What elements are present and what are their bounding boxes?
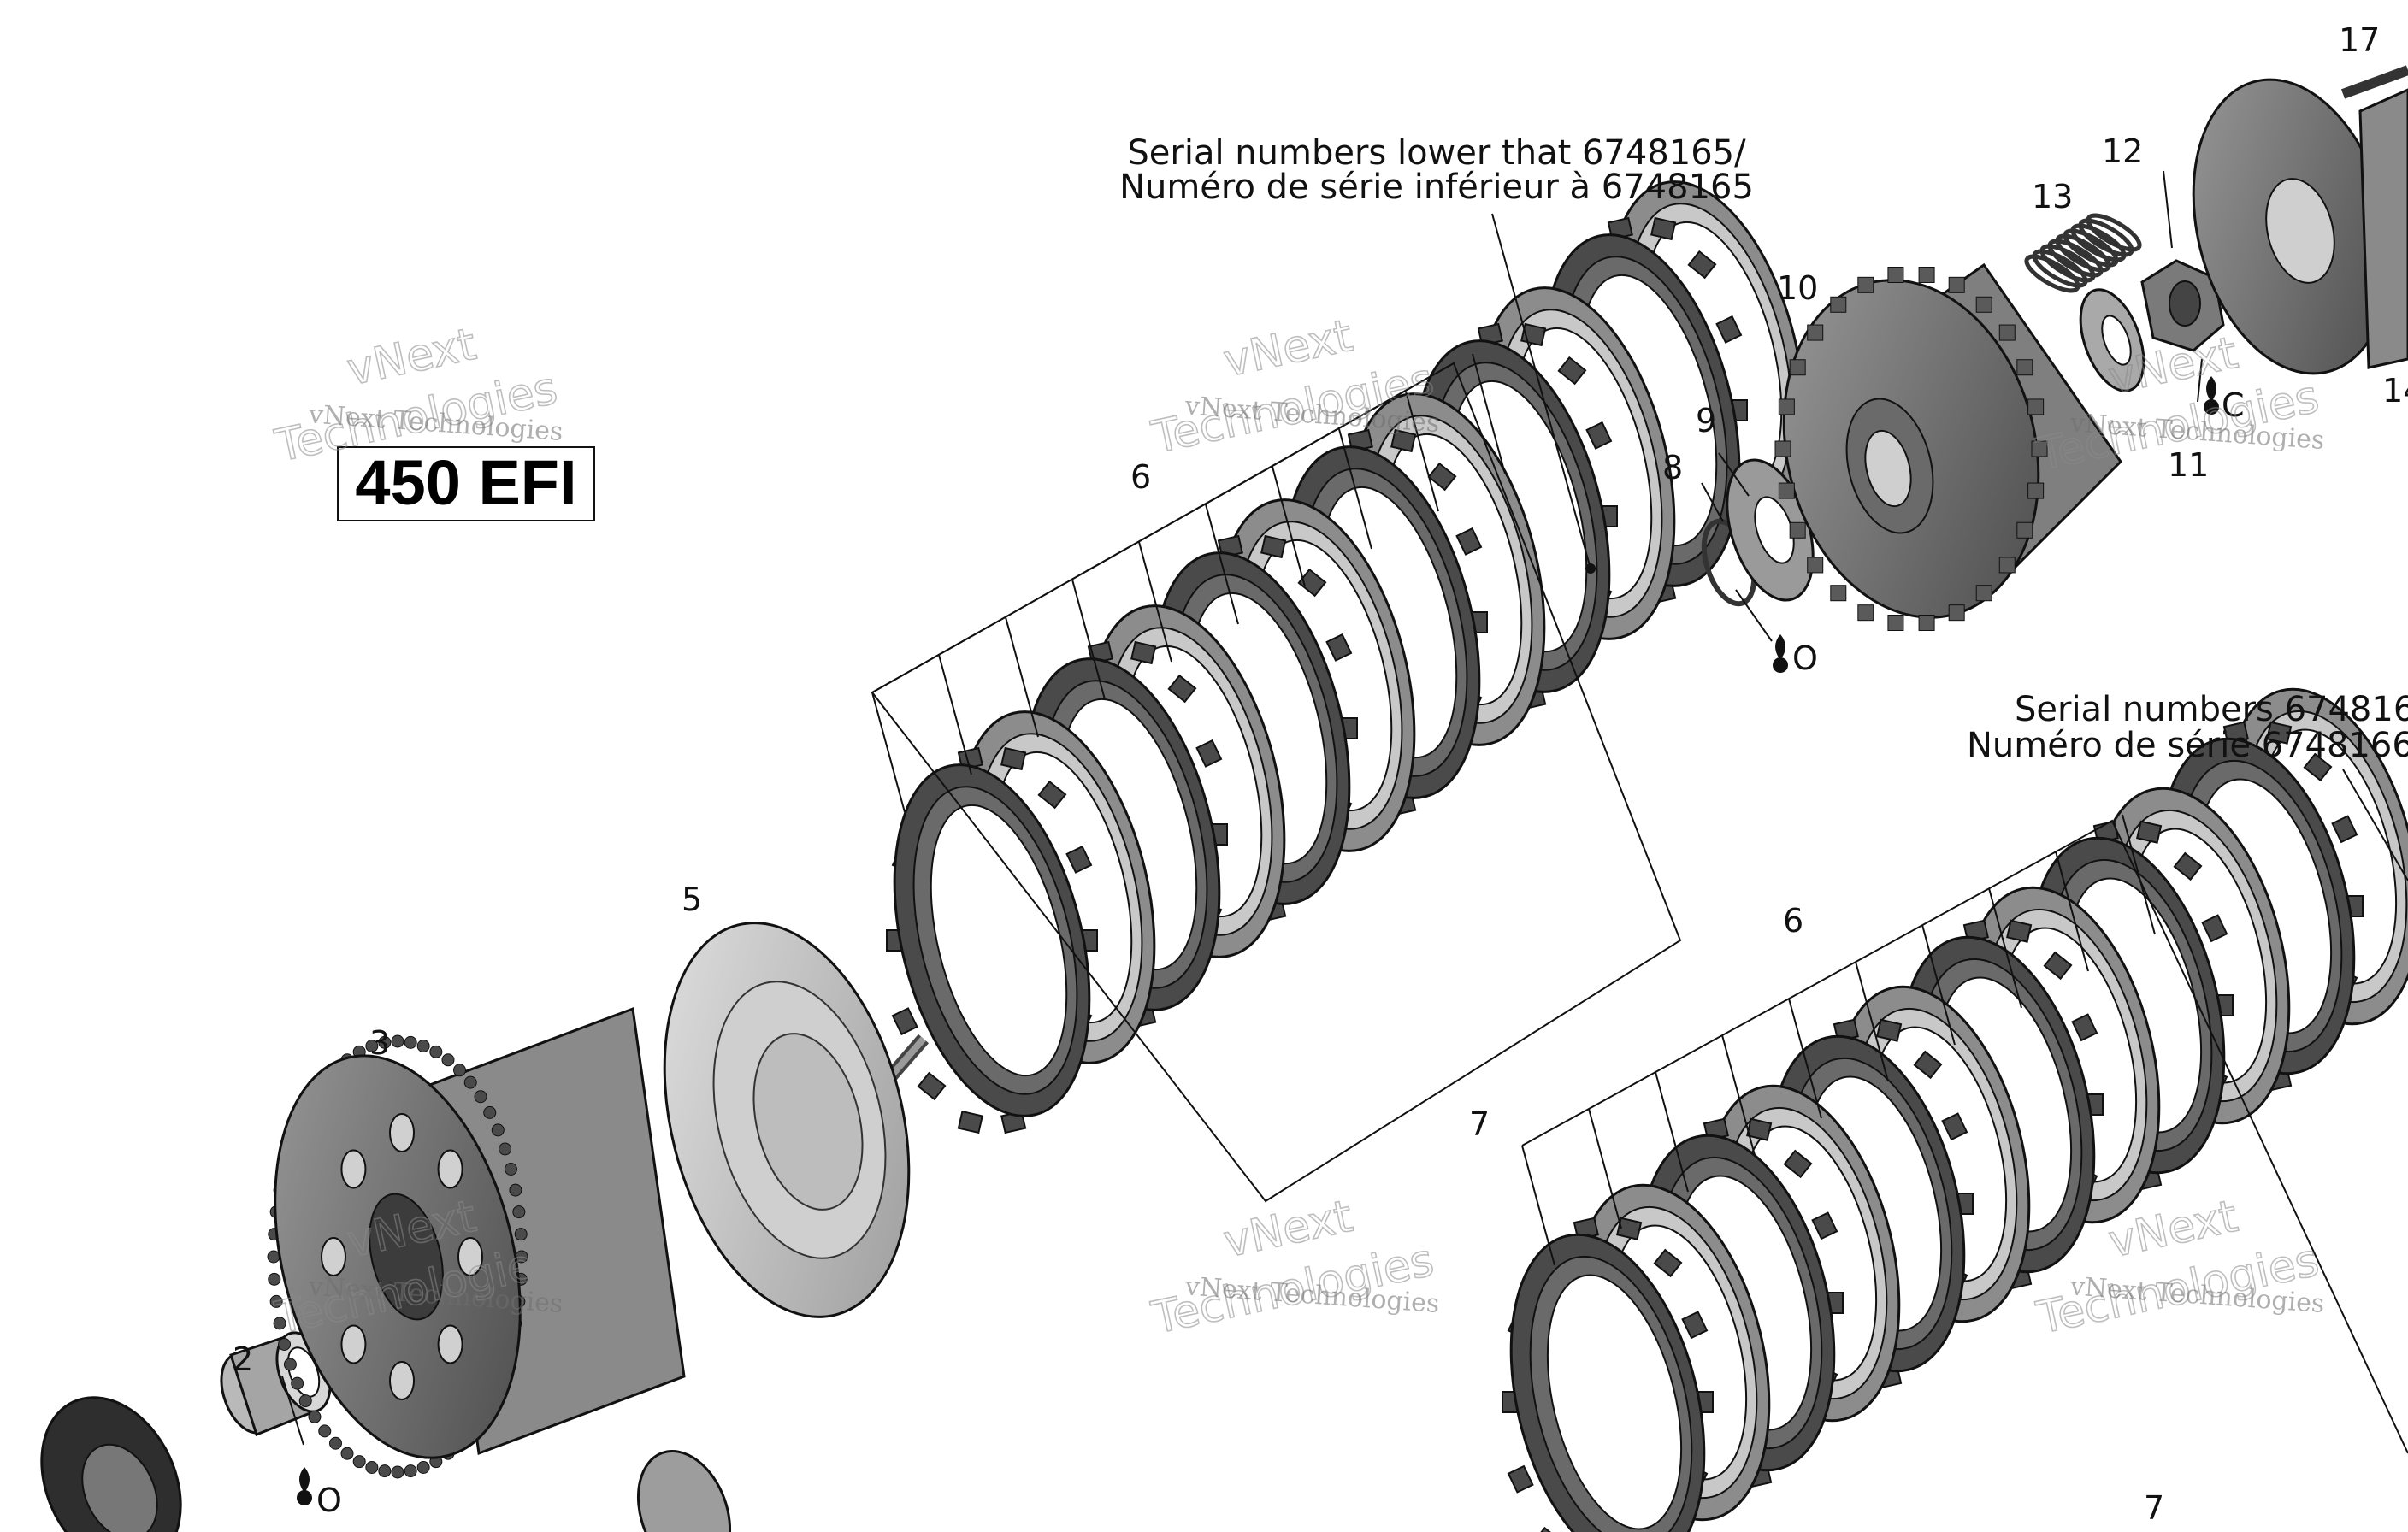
grid-line xyxy=(1921,924,1956,1046)
nut-part-12 xyxy=(2140,259,2225,352)
pressure-plate-part-5 xyxy=(663,922,930,1318)
grid-line xyxy=(938,654,972,775)
lower-pack-grouping-grid xyxy=(1521,814,2408,1454)
small-gear-part-4 xyxy=(636,1449,732,1532)
callout-6-upper: 6 xyxy=(1130,458,1151,496)
grease-drop-icon-part-11: C xyxy=(2204,376,2245,424)
upper-pack-grouping-grid xyxy=(871,353,1682,1203)
grid-line xyxy=(871,692,906,813)
model-label-box: 450 EFI xyxy=(337,446,595,521)
upper-clutch-disc-pack xyxy=(886,180,1806,1134)
lower-serial-note-line2: Numéro de série 6748166 xyxy=(1967,726,2408,765)
callout-8: 8 xyxy=(1662,449,1683,486)
inner-hub-part-10 xyxy=(1774,262,2122,632)
grid-line xyxy=(2122,814,2156,935)
oil-drop-icon-part-9: O xyxy=(1773,634,1818,677)
grid-line xyxy=(1005,616,1039,738)
grid-line xyxy=(2055,851,2089,972)
callout-5: 5 xyxy=(682,881,702,918)
washer-part-11 xyxy=(2079,288,2145,392)
grid-line xyxy=(1588,1108,1622,1229)
upper-serial-note-line2: Numéro de série inférieur à 6748165 xyxy=(1119,168,1754,207)
callout-13: 13 xyxy=(2032,178,2073,215)
callout-11: 11 xyxy=(2168,446,2209,484)
grid-line xyxy=(1472,353,1506,474)
spring-part-13 xyxy=(2024,213,2142,293)
callout-12: 12 xyxy=(2102,133,2143,170)
callout-3: 3 xyxy=(369,1024,390,1062)
lifter-plate-part-14 xyxy=(2192,78,2408,375)
grid-line xyxy=(1655,1071,1689,1193)
callout-17: 17 xyxy=(2339,21,2380,59)
grease-mark-11: C xyxy=(2222,386,2245,424)
grid-line xyxy=(1071,579,1106,700)
grid-line xyxy=(1788,998,1822,1119)
callout-10: 10 xyxy=(1777,269,1818,307)
friction-disc xyxy=(886,746,1098,1134)
callout-7-lower: 7 xyxy=(2144,1489,2164,1527)
lower-clutch-disc-pack xyxy=(1502,687,2408,1532)
model-label: 450 EFI xyxy=(355,447,576,518)
callout-6-lower: 6 xyxy=(1783,902,1803,940)
grid-line xyxy=(1988,887,2022,1009)
grid-line xyxy=(1272,466,1306,587)
bolt-part-17 xyxy=(2340,65,2408,99)
friction-disc xyxy=(1502,1217,1714,1532)
grid-line xyxy=(1855,961,1889,1082)
grid-line xyxy=(1721,1034,1756,1156)
callout-2: 2 xyxy=(233,1340,253,1378)
leader-lines xyxy=(281,170,2408,1446)
callout-9: 9 xyxy=(1696,402,1716,439)
housing-lightening-holes xyxy=(321,1113,483,1400)
oil-mark-9: O xyxy=(1792,639,1818,677)
grid-line xyxy=(1338,428,1372,550)
grid-line xyxy=(1205,504,1239,625)
grid-line xyxy=(1405,391,1439,512)
callout-14: 14 xyxy=(2382,372,2408,410)
clutch-housing-part-3 xyxy=(267,1006,686,1479)
grid-line xyxy=(1521,1145,1555,1266)
bushing-part-2 xyxy=(220,1331,332,1436)
grid-line xyxy=(1138,541,1172,663)
oil-drop-icon-part-2: O xyxy=(297,1467,342,1519)
callout-7-upper: 7 xyxy=(1469,1105,1490,1143)
lower-serial-note-line1: Serial numbers 6748166 xyxy=(2015,690,2408,729)
upper-serial-note-line1: Serial numbers lower that 6748165/ xyxy=(1127,133,1746,173)
drive-gear-part-1 xyxy=(40,1396,182,1532)
oil-mark-2: O xyxy=(316,1482,342,1519)
